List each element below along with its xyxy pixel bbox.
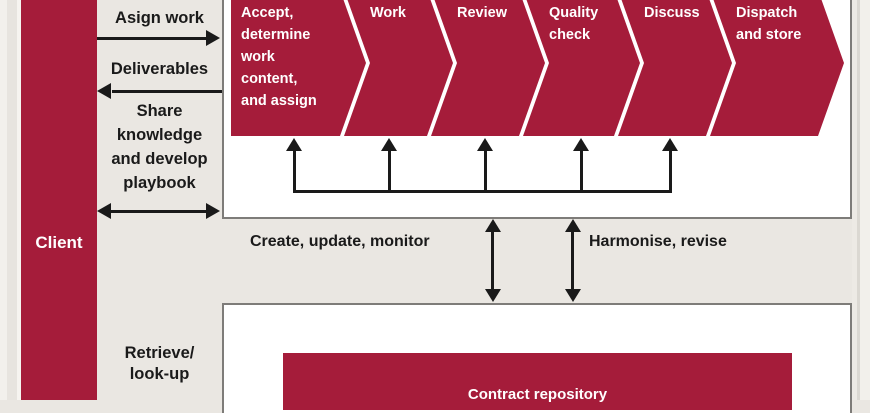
arrow-stem — [580, 147, 583, 193]
arrow-stem — [97, 37, 209, 40]
right-arrowhead-icon — [206, 203, 220, 219]
up-arrowhead-icon — [477, 138, 493, 151]
process-step-dispatch: Dispatch and store — [710, 0, 844, 136]
up-arrowhead-icon — [485, 219, 501, 232]
client-bar — [21, 0, 97, 400]
arrow-stem — [388, 147, 391, 193]
process-step-accept: Accept, determine work content, and assi… — [231, 0, 366, 136]
create-update-monitor-label: Create, update, monitor — [250, 233, 430, 250]
left-arrowhead-icon — [97, 83, 111, 99]
arrow-stem — [669, 147, 672, 193]
retrieve-lookup-label: Retrieve/ look-up — [124, 344, 195, 383]
arrow-stem — [112, 90, 222, 93]
comb-bar — [293, 190, 672, 193]
down-arrowhead-icon — [485, 289, 501, 302]
arrow-stem — [111, 210, 207, 213]
arrow-stem — [491, 227, 494, 293]
assign-work-label: Asign work — [115, 9, 204, 27]
arrow-stem — [293, 147, 296, 193]
page-edge-strip — [852, 0, 857, 400]
up-arrowhead-icon — [286, 138, 302, 151]
page-edge-strip — [0, 0, 7, 400]
page-edge-strip — [17, 0, 21, 400]
down-arrowhead-icon — [565, 289, 581, 302]
contract-repository-label: Contract repository — [467, 386, 608, 403]
up-arrowhead-icon — [381, 138, 397, 151]
up-arrowhead-icon — [573, 138, 589, 151]
page-edge-strip — [860, 0, 870, 400]
deliverables-label: Deliverables — [110, 60, 209, 78]
page-edge-strip — [7, 0, 17, 400]
share-knowledge-label: Share knowledge and develop playbook — [111, 102, 208, 192]
left-arrowhead-icon — [97, 203, 111, 219]
page-edge-strip — [857, 0, 860, 400]
client-label: Client — [35, 233, 83, 252]
arrow-stem — [571, 227, 574, 293]
up-arrowhead-icon — [565, 219, 581, 232]
arrow-stem — [484, 147, 487, 193]
up-arrowhead-icon — [662, 138, 678, 151]
harmonise-revise-label: Harmonise, revise — [589, 233, 727, 250]
right-arrowhead-icon — [206, 30, 220, 46]
